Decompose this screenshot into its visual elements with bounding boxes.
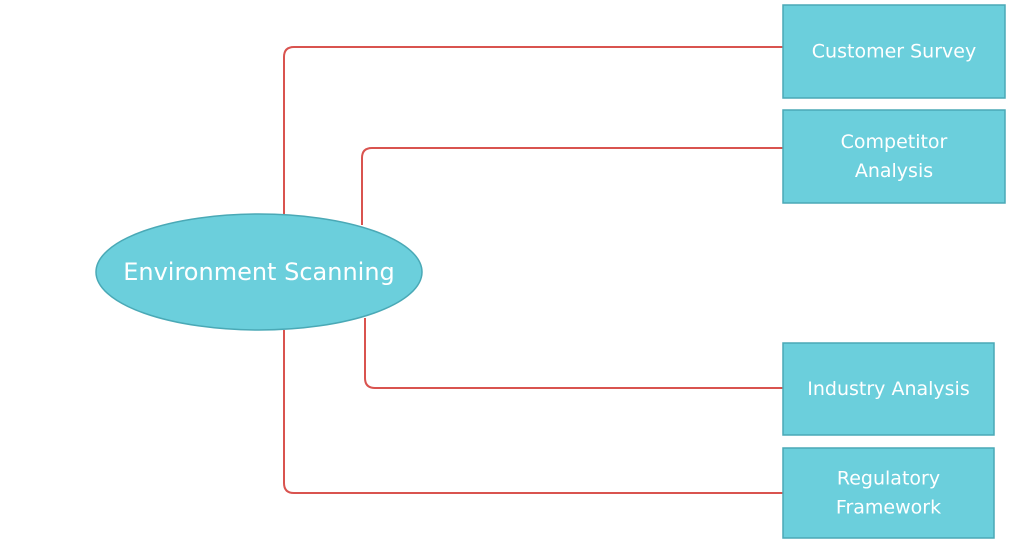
branch-box	[782, 109, 1006, 204]
branch-label: Regulatory	[837, 468, 940, 490]
connector-line	[283, 46, 783, 214]
connector-line	[283, 330, 783, 494]
branch-label: Analysis	[855, 160, 933, 182]
root-label: Environment Scanning	[123, 258, 395, 286]
connector-line	[361, 147, 783, 225]
branch-label: Competitor	[841, 131, 948, 153]
diagram-nodes: Customer SurveyCompetitorAnalysisIndustr…	[95, 4, 1006, 539]
branch-label: Customer Survey	[812, 41, 976, 63]
branch-box	[782, 342, 995, 436]
branch-box	[782, 447, 995, 539]
branch-node[interactable]: Customer Survey	[782, 4, 1006, 99]
connector-lines	[283, 46, 783, 494]
root-node[interactable]: Environment Scanning	[95, 213, 423, 331]
root-ellipse	[95, 213, 423, 331]
branch-node[interactable]: Industry Analysis	[782, 342, 995, 436]
branch-label: Industry Analysis	[807, 378, 969, 400]
branch-box	[782, 4, 1006, 99]
branch-label: Framework	[836, 497, 941, 519]
connector-line	[364, 318, 783, 389]
